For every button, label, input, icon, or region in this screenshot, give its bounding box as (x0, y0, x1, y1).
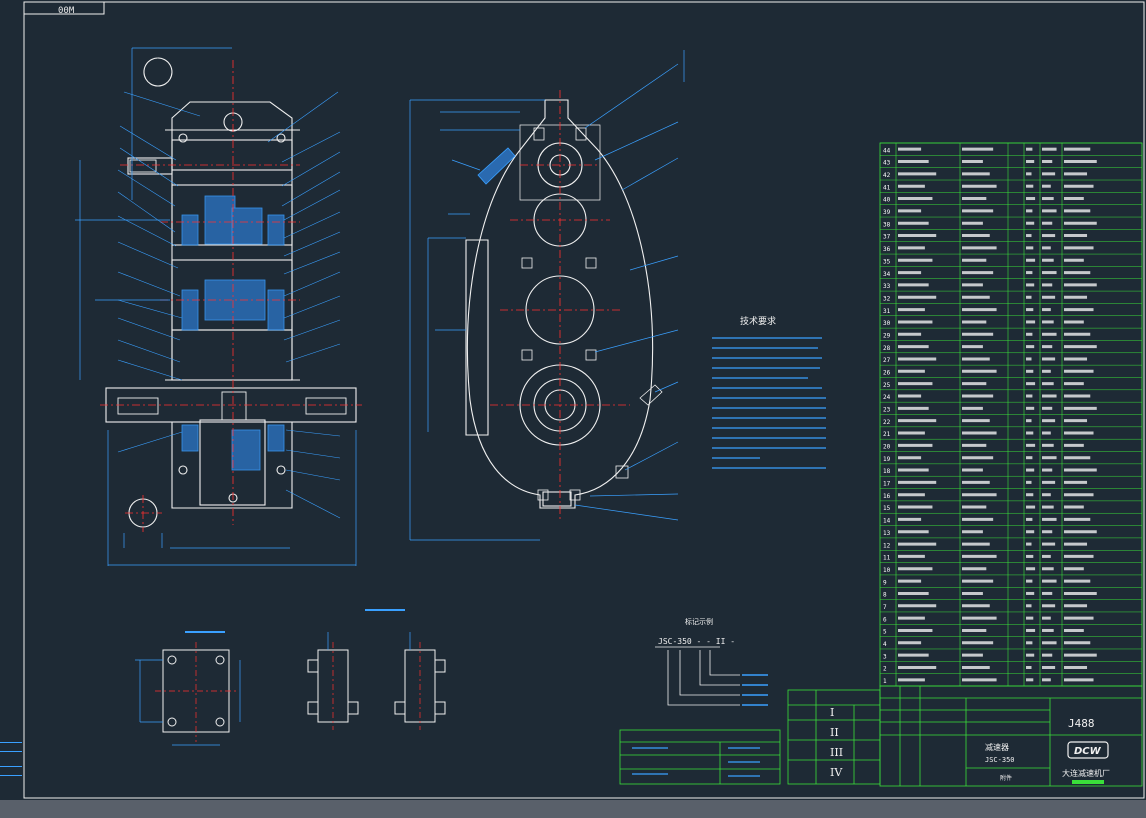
product-name: 减速器 (985, 742, 1009, 752)
bom-row-number: 22 (883, 419, 891, 426)
ratio-roman-numeral: IV (830, 766, 843, 779)
bom-row-number: 29 (883, 332, 891, 339)
bom-row-number: 32 (883, 295, 891, 302)
bom-row-number: 5 (883, 629, 887, 636)
bom-row-number: 33 (883, 283, 891, 290)
bom-row-number: 13 (883, 530, 891, 537)
bom-row-number: 42 (883, 172, 891, 179)
svg-text:DCW: DCW (1074, 746, 1102, 757)
bom-row-number: 41 (883, 184, 891, 191)
bom-row-number: 8 (883, 592, 887, 599)
left-section-view (75, 47, 362, 566)
bom-row-number: 19 (883, 456, 891, 463)
ratio-roman-numeral: II (830, 726, 839, 739)
bom-row-number: 44 (883, 147, 891, 154)
bom-row-number: 39 (883, 209, 891, 216)
company-name: 大连减速机厂 (1062, 768, 1110, 778)
bom-row-number: 28 (883, 345, 891, 352)
bom-row-number: 14 (883, 518, 891, 525)
left-edge-mark (0, 742, 22, 752)
bom-row-number: 40 (883, 197, 891, 204)
company-logo: DCW (1067, 741, 1109, 759)
bom-row-number: 15 (883, 505, 891, 512)
bom-row-number: 23 (883, 407, 891, 414)
tech-requirements-title: 技术要求 (740, 315, 776, 327)
bom-row-number: 20 (883, 444, 891, 451)
ratio-roman-numeral: I (830, 706, 834, 719)
bom-row-number: 31 (883, 308, 891, 315)
bom-row-number: 30 (883, 320, 891, 327)
bom-row-number: 24 (883, 394, 891, 401)
drawing-frame (23, 1, 1145, 799)
bom-row-number: 27 (883, 357, 891, 364)
sheet-label: 附件 (1000, 774, 1012, 782)
model-caption: 标记示例 (685, 617, 713, 626)
bom-row-number: 2 (883, 666, 887, 673)
bom-row-number: 11 (883, 555, 891, 562)
bom-row-number: 37 (883, 234, 891, 241)
bom-row-number: 1 (883, 678, 887, 685)
bom-table: 4443424140393837363534333231302928272625… (879, 142, 1143, 687)
bom-row-number: 26 (883, 369, 891, 376)
bom-row-number: 12 (883, 542, 891, 549)
bom-row-number: 4 (883, 641, 887, 648)
bom-row-number: 21 (883, 431, 891, 438)
bom-row-number: 6 (883, 616, 887, 623)
bom-row-number: 38 (883, 221, 891, 228)
title-block (879, 685, 1143, 787)
status-bar (0, 800, 1146, 818)
ratio-roman-numeral: III (830, 746, 843, 759)
company-underline (1072, 780, 1104, 784)
product-model: JSC-350 (985, 756, 1015, 764)
bom-row-number: 35 (883, 258, 891, 265)
bom-row-number: 17 (883, 481, 891, 488)
bom-row-number: 18 (883, 468, 891, 475)
bom-row-number: 36 (883, 246, 891, 253)
drawing-number: J488 (1068, 717, 1095, 730)
bom-row-number: 10 (883, 567, 891, 574)
bottom-mounting-views (135, 609, 446, 746)
bom-row-number: 25 (883, 382, 891, 389)
left-edge-mark (0, 766, 22, 776)
bom-row-number: 9 (883, 579, 887, 586)
bom-row-number: 16 (883, 493, 891, 500)
bom-row-number: 3 (883, 653, 887, 660)
tech-requirements-block (712, 337, 826, 469)
model-callout (655, 646, 740, 706)
bom-row-number: 7 (883, 604, 887, 611)
middle-side-view (409, 50, 685, 541)
model-label: JSC-350 - - II - (658, 637, 735, 646)
ratio-table (619, 689, 881, 785)
bom-row-number: 43 (883, 160, 891, 167)
bom-row-number: 34 (883, 271, 891, 278)
corner-tag: 00M (58, 6, 75, 16)
